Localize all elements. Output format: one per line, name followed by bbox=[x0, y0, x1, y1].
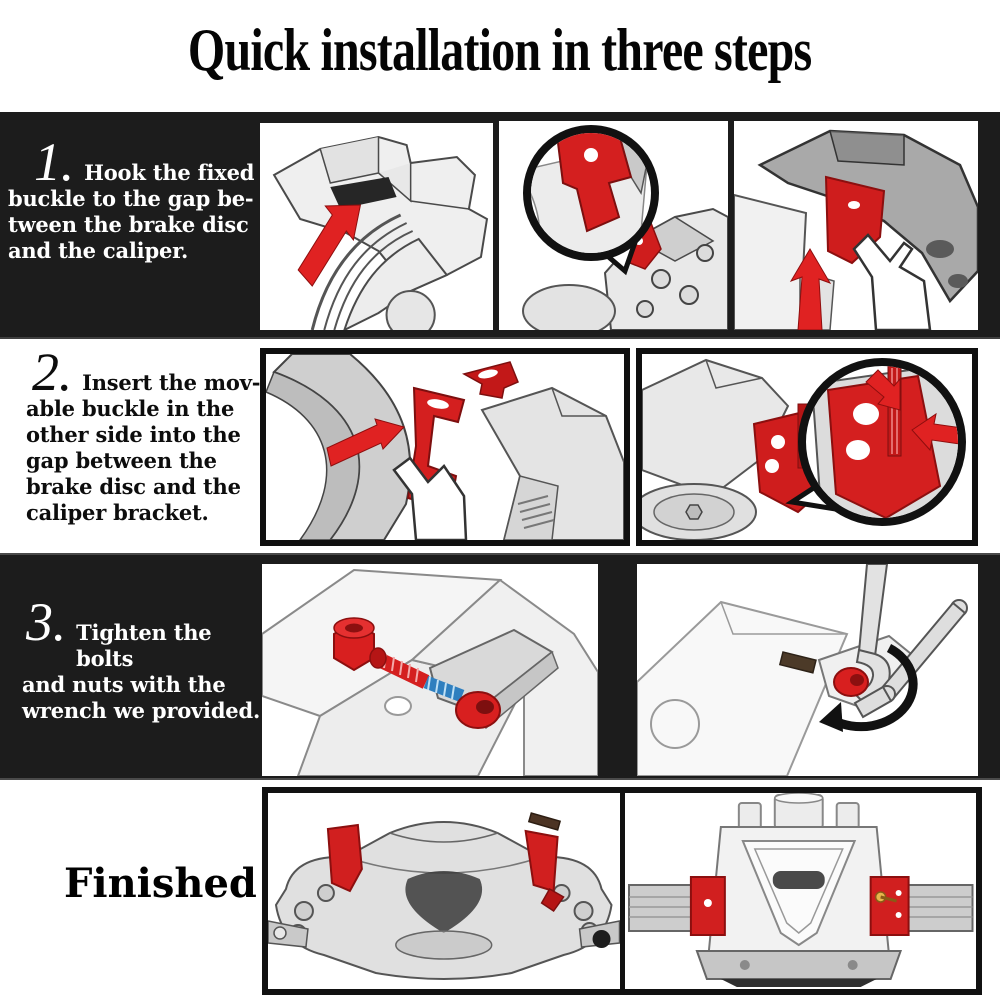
frame-divider bbox=[619, 793, 625, 989]
step1-line-1: 1. Hook the fixed bbox=[8, 132, 260, 192]
step3-illustration-bolt-exploded bbox=[262, 564, 598, 776]
caliper-and-disc bbox=[642, 358, 790, 540]
caliper-block bbox=[734, 193, 808, 330]
step1-text: 1. Hook the fixed buckle to the gap be- … bbox=[8, 132, 260, 264]
hex-key-icon bbox=[853, 599, 968, 719]
cover-edge-band bbox=[266, 354, 412, 540]
red-buckle-left bbox=[326, 823, 363, 893]
step2-line-3: other side into the bbox=[26, 422, 241, 447]
step2-line-4: gap between the bbox=[26, 448, 217, 473]
rotation-arrow-icon bbox=[819, 644, 918, 732]
red-nut bbox=[833, 667, 869, 697]
red-bolt bbox=[369, 647, 465, 703]
step3-line-1: 3. Tighten the bolts bbox=[22, 592, 264, 672]
step1-line-4: and the caliper. bbox=[8, 238, 189, 263]
step2-line-6: caliper bracket. bbox=[26, 500, 209, 525]
step1-line-2: buckle to the gap be- bbox=[8, 186, 254, 211]
finished-illustration-front-view bbox=[268, 793, 620, 989]
step2-text: 2. Insert the mov- able buckle in the ot… bbox=[26, 342, 264, 526]
finished-images-frame bbox=[262, 787, 982, 995]
finished-label: Finished bbox=[64, 860, 257, 907]
rear-movable-buckle bbox=[461, 361, 519, 399]
step1-illustration-fixed-buckle-zoom bbox=[499, 121, 728, 330]
red-arrow-icon bbox=[789, 248, 832, 330]
red-arrow-icon bbox=[326, 418, 405, 467]
magnified-plate-view bbox=[810, 366, 958, 518]
red-arrow-icon bbox=[911, 412, 958, 452]
cover-top-view bbox=[694, 793, 902, 987]
step1-illustration-caliper-gap-arrow bbox=[260, 123, 493, 330]
step2-line-1: 2. Insert the mov- bbox=[26, 342, 264, 402]
red-clamp-right bbox=[869, 876, 910, 936]
step2-line-1-text: Insert the mov- bbox=[82, 370, 261, 395]
page-title: Quick installation in three steps bbox=[188, 17, 812, 83]
step2-illustration-buckle-zoom bbox=[636, 348, 978, 546]
red-clamp-left bbox=[689, 876, 726, 936]
hand-icon bbox=[392, 456, 468, 540]
step1-illustration-hook-press bbox=[734, 121, 978, 330]
step3-line-1-text: Tighten the bolts bbox=[76, 620, 212, 671]
title-bar: Quick installation in three steps bbox=[0, 16, 1000, 85]
hand-icon bbox=[852, 233, 932, 330]
step1-line-1-text: Hook the fixed bbox=[84, 160, 255, 185]
step3-number: 3. bbox=[26, 592, 67, 652]
step3-line-2: and nuts with the bbox=[22, 672, 226, 697]
step3-line-3: wrench we provided. bbox=[22, 698, 261, 723]
step3-illustration-wrench-tighten bbox=[637, 564, 978, 776]
red-nut bbox=[333, 617, 375, 672]
cover-body bbox=[637, 600, 849, 776]
step2-number: 2. bbox=[32, 342, 73, 402]
step3-text: 3. Tighten the bolts and nuts with the w… bbox=[22, 592, 264, 724]
translucent-caliper-cover bbox=[757, 129, 978, 304]
red-arrow-icon bbox=[297, 204, 362, 287]
red-arrow-icon bbox=[865, 369, 901, 411]
caliper-bracket-blocks bbox=[480, 386, 624, 540]
step2-line-5: brake disc and the bbox=[26, 474, 241, 499]
step1-line-3: tween the brake disc bbox=[8, 212, 249, 237]
bolt-stub bbox=[778, 651, 817, 674]
step1-number: 1. bbox=[34, 132, 75, 192]
red-socket-head bbox=[455, 691, 501, 729]
step2-line-2: able buckle in the bbox=[26, 396, 235, 421]
step2-illustration-insert-buckle bbox=[260, 348, 630, 546]
finished-illustration-top-view bbox=[624, 793, 976, 989]
caliper-line-art bbox=[272, 135, 489, 330]
